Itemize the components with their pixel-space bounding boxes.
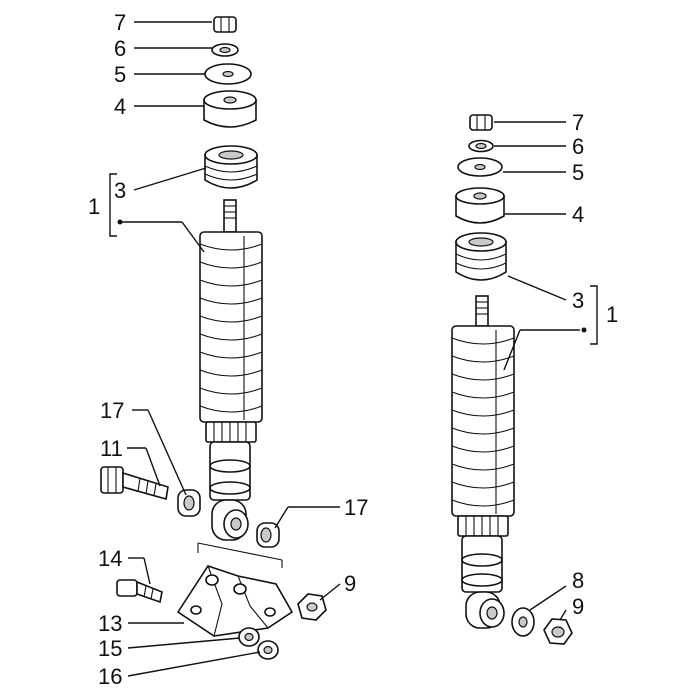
left-bushing-part-17-lower bbox=[256, 522, 280, 548]
right-spring-collar bbox=[457, 515, 509, 537]
left-spring-collar bbox=[205, 421, 257, 443]
left-mounting-bracket-part-13 bbox=[176, 565, 294, 637]
left-lower-eye bbox=[211, 499, 249, 541]
right-label-1: 1 bbox=[606, 302, 618, 327]
right-label-9: 9 bbox=[572, 594, 584, 619]
right-part-labels: 7 6 5 4 3 1 8 9 bbox=[572, 110, 618, 619]
right-label-7: 7 bbox=[572, 110, 584, 135]
left-washer-part-6 bbox=[211, 43, 239, 57]
right-label-4: 4 bbox=[572, 202, 584, 227]
left-shock-rod bbox=[223, 199, 237, 233]
left-leader-lines bbox=[120, 21, 341, 677]
left-damper-body bbox=[209, 441, 251, 501]
left-label-16: 16 bbox=[98, 664, 122, 689]
right-damper-body bbox=[461, 535, 503, 593]
left-label-14: 14 bbox=[98, 546, 122, 571]
left-label-11: 11 bbox=[100, 436, 123, 461]
right-label-6: 6 bbox=[572, 134, 584, 159]
left-label-3: 3 bbox=[114, 178, 126, 203]
right-leader-lines bbox=[494, 121, 580, 621]
right-washer-part-8 bbox=[511, 607, 535, 637]
left-label-5: 5 bbox=[114, 62, 126, 87]
left-label-13: 13 bbox=[98, 611, 122, 636]
right-nut-part-7 bbox=[469, 114, 493, 131]
left-bump-stop-part-3 bbox=[204, 145, 258, 189]
right-lower-eye bbox=[465, 591, 505, 629]
right-coil-spring bbox=[451, 325, 515, 517]
right-shock-assembly: 7 6 5 4 3 1 8 9 bbox=[451, 110, 618, 645]
right-label-3: 3 bbox=[572, 288, 584, 313]
left-label-17-upper: 17 bbox=[100, 398, 124, 423]
right-bump-stop-part-3 bbox=[455, 232, 507, 281]
left-group-bracket bbox=[109, 173, 123, 237]
left-label-17-lower: 17 bbox=[344, 495, 368, 520]
left-label-4: 4 bbox=[114, 94, 126, 119]
left-nut-part-16 bbox=[257, 640, 279, 660]
right-shock-rod bbox=[475, 295, 489, 327]
right-label-5: 5 bbox=[572, 160, 584, 185]
left-nut-part-9 bbox=[297, 593, 327, 621]
left-label-7: 7 bbox=[114, 10, 126, 35]
left-washer-part-15 bbox=[238, 627, 260, 647]
left-label-1: 1 bbox=[88, 194, 100, 219]
right-washer-part-6 bbox=[468, 139, 494, 153]
left-bolt-part-11 bbox=[100, 466, 169, 501]
left-shock-assembly: 7 6 5 4 3 1 17 11 17 9 14 13 15 16 bbox=[88, 10, 368, 689]
left-bolt-part-14 bbox=[116, 579, 163, 604]
left-washer-part-5 bbox=[204, 63, 252, 85]
left-label-9: 9 bbox=[344, 571, 356, 596]
right-rubber-bush-part-4 bbox=[455, 187, 505, 224]
left-bushing-part-17-upper bbox=[177, 489, 201, 517]
left-nut-part-7 bbox=[213, 16, 237, 33]
right-nut-part-9 bbox=[543, 618, 573, 645]
right-washer-part-5 bbox=[457, 157, 503, 177]
left-part-labels: 7 6 5 4 3 1 17 11 17 9 14 13 15 16 bbox=[88, 10, 368, 689]
left-assembly-guide-lines bbox=[197, 542, 283, 568]
left-label-6: 6 bbox=[114, 36, 126, 61]
right-group-bracket bbox=[581, 285, 598, 345]
right-label-8: 8 bbox=[572, 568, 584, 593]
left-coil-spring bbox=[199, 231, 263, 423]
left-rubber-bush-part-4 bbox=[203, 90, 257, 128]
left-label-15: 15 bbox=[98, 636, 122, 661]
